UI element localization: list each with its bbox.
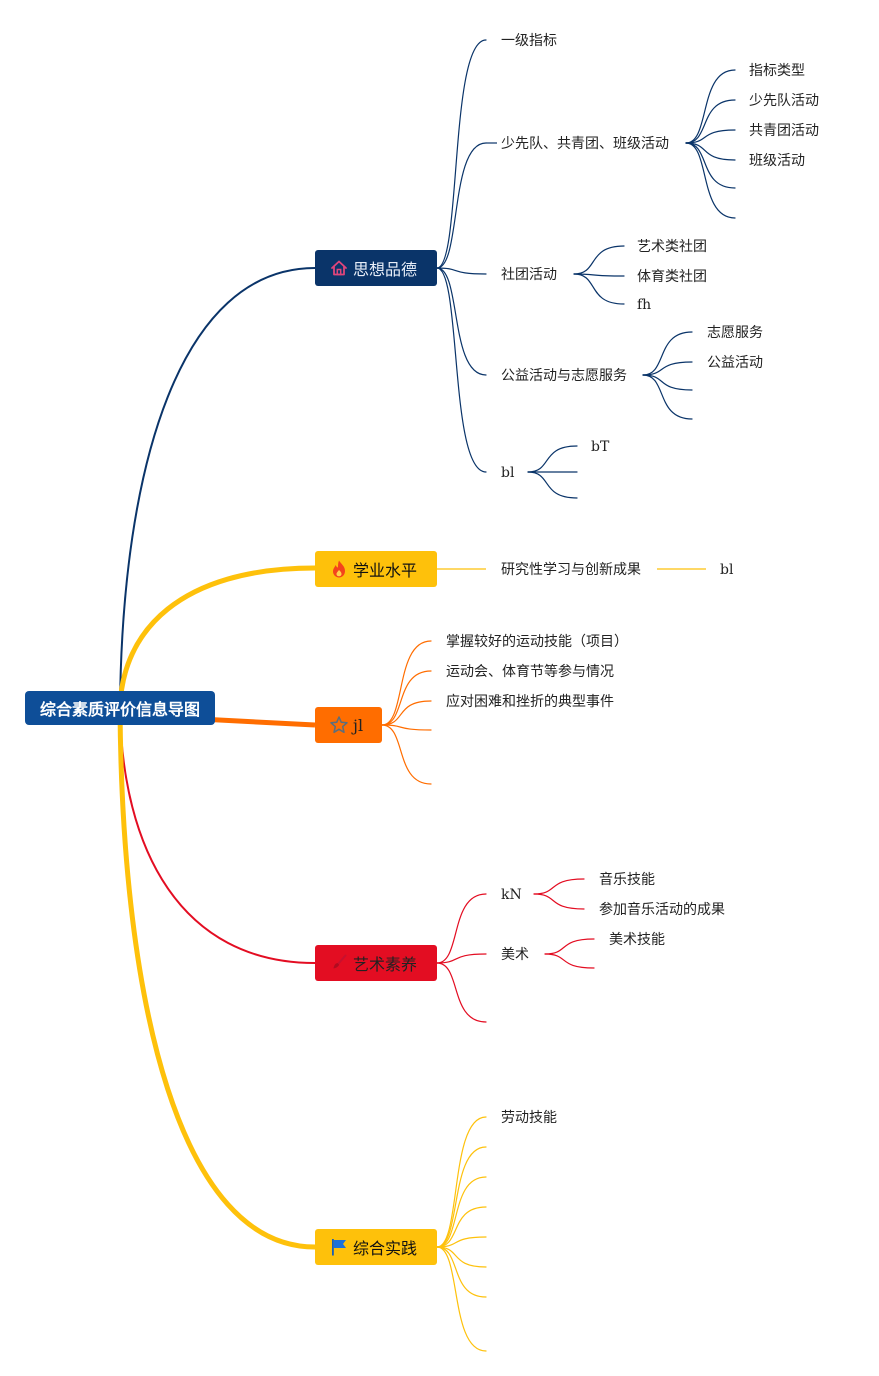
connector-zonghe-child [436, 1116, 487, 1248]
subtopic[interactable]: 音乐技能 [599, 872, 655, 888]
connector-sub [573, 245, 625, 275]
topic-bl[interactable]: bl [501, 465, 515, 481]
connector-zonghe-child [436, 1246, 487, 1268]
connector-sub [685, 142, 736, 161]
connector-sub [685, 142, 736, 189]
connector-zonghe-child [436, 1246, 487, 1352]
connector-sub [642, 374, 693, 420]
topic-yanjiu[interactable]: 研究性学习与创新成果 [501, 562, 641, 578]
connector-root-sixiang [119, 267, 316, 709]
connector-sixiang-child [436, 267, 487, 376]
connector-zonghe-child [436, 1206, 487, 1248]
subtopic[interactable]: fh [637, 297, 652, 313]
branch-label: 学业水平 [353, 561, 418, 580]
connector-sub [685, 69, 736, 144]
connector-root-zonghe [117, 705, 318, 1250]
subtopic[interactable]: bl [720, 562, 734, 578]
connector-sub [544, 938, 595, 955]
subtopic[interactable]: 艺术类社团 [637, 239, 707, 255]
branch-label: 思想品德 [353, 260, 418, 279]
connector-yishu-child [436, 893, 487, 964]
connector-root-xueye [117, 565, 318, 711]
connector-root-jl [199, 716, 316, 728]
subtopic[interactable]: 共青团活动 [749, 123, 819, 139]
subtopic[interactable]: 班级活动 [749, 153, 805, 169]
branch-jl[interactable]: jl [315, 707, 382, 743]
branch-sixiang[interactable]: 思想品德 [315, 250, 437, 286]
connector-sub [642, 361, 693, 376]
subtopic[interactable]: 参加音乐活动的成果 [599, 902, 725, 918]
subtopic[interactable]: 体育类社团 [637, 269, 707, 285]
connector-sub [685, 129, 736, 144]
house-icon [329, 258, 349, 278]
star-icon [329, 715, 349, 735]
branch-yishu[interactable]: 艺术素养 [315, 945, 437, 981]
connector-jl-child [381, 670, 432, 726]
connector-sub [573, 273, 625, 305]
subtopic[interactable]: 少先队活动 [749, 93, 819, 109]
subtopic[interactable]: 指标类型 [749, 63, 805, 79]
subtopic[interactable]: bT [591, 439, 610, 455]
topic-laodong[interactable]: 劳动技能 [501, 1110, 557, 1126]
branch-label: 综合实践 [353, 1239, 418, 1258]
connector-root-yishu [119, 707, 316, 964]
connector-sub [527, 445, 578, 473]
root-label: 综合素质评价信息导图 [39, 700, 200, 719]
root-topic[interactable]: 综合素质评价信息导图 [25, 691, 215, 725]
connector-sub [685, 142, 736, 219]
connector-sub [544, 953, 595, 969]
connector-zonghe-child [436, 1246, 487, 1298]
topic-yiji[interactable]: 一级指标 [501, 33, 557, 49]
branch-xueye[interactable]: 学业水平 [315, 551, 437, 587]
topic-shetuan[interactable]: 社团活动 [501, 267, 557, 283]
topic-gongyi[interactable]: 公益活动与志愿服务 [501, 368, 627, 384]
connector-zonghe-child [436, 1236, 487, 1248]
connector-sixiang-child [436, 267, 487, 473]
connector-zonghe-child [436, 1146, 487, 1248]
topic-meishu[interactable]: 美术 [501, 947, 529, 963]
branch-label: jl [353, 715, 364, 735]
topic-shaoxian[interactable]: 少先队、共青团、班级活动 [501, 136, 669, 152]
flag-icon [329, 1237, 349, 1257]
connector-jl-child [381, 700, 432, 726]
brush-icon [329, 953, 349, 973]
connector-sub [527, 471, 578, 499]
connector-zonghe-child [436, 1176, 487, 1248]
connector-jl-child [381, 724, 432, 785]
subtopic[interactable]: 公益活动 [707, 355, 763, 371]
connector-sub [642, 331, 693, 376]
connector-jl-child [381, 640, 432, 726]
connector-sub [573, 273, 625, 277]
connector-sixiang-child [436, 39, 487, 269]
topic-kn[interactable]: kN [501, 887, 522, 903]
topic-jl-item[interactable]: 应对困难和挫折的典型事件 [446, 694, 614, 710]
connector-sixiang-child [436, 142, 487, 269]
connector-sub [685, 99, 736, 144]
connector-yishu-child [436, 953, 487, 964]
topic-jl-item[interactable]: 掌握较好的运动技能（项目） [446, 634, 628, 650]
topic-jl-item[interactable]: 运动会、体育节等参与情况 [446, 664, 614, 680]
fire-icon [329, 559, 349, 579]
subtopic[interactable]: 美术技能 [609, 932, 665, 948]
connector-jl-child [381, 724, 432, 731]
connector-yishu-child [436, 962, 487, 1023]
connector-sub [533, 893, 585, 910]
connector-sub [533, 878, 585, 895]
branch-label: 艺术素养 [353, 955, 418, 974]
connector-sixiang-child [436, 267, 487, 275]
branch-zonghe[interactable]: 综合实践 [315, 1229, 437, 1265]
subtopic[interactable]: 志愿服务 [707, 325, 763, 341]
